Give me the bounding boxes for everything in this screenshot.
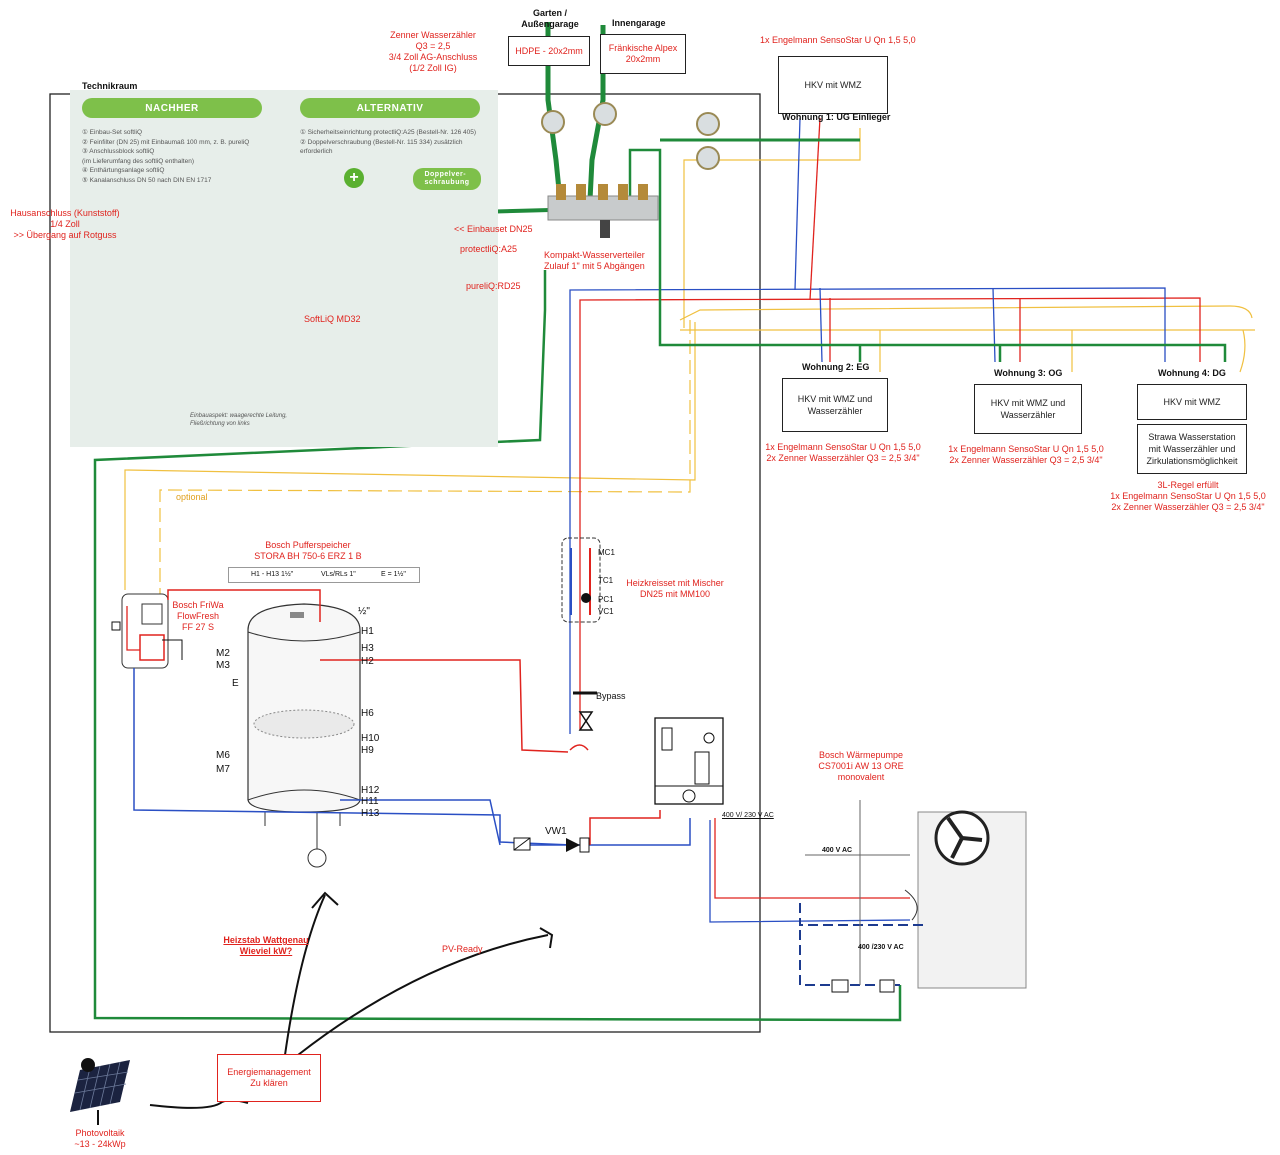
tank-port-8: H11 <box>361 796 379 807</box>
box-ug: HKV mit WMZ <box>778 56 888 114</box>
valve-port-1: TC1 <box>598 576 614 585</box>
top-meter-note: 1x Engelmann SensoStar U Qn 1,5 5,0 <box>760 35 916 45</box>
hdpe-box: HDPE - 20x2mm <box>508 36 590 66</box>
tank-port-left-4: M7 <box>216 764 230 775</box>
nachher-pill: NACHHER <box>82 98 262 118</box>
note-eg: 1x Engelmann SensoStar U Qn 1,5 5,0 2x Z… <box>765 442 921 463</box>
voltage-label-2: 400 V AC <box>822 847 853 854</box>
nachher-list: ① Einbau-Set softliQ ② Feinfilter (DN 25… <box>82 129 250 184</box>
softliq-label: SoftLiQ MD32 <box>304 314 361 324</box>
water-softener-panel: NACHHER ALTERNATIV ① Einbau-Set softliQ … <box>70 90 498 447</box>
voltage-label-1: 400 V/ 230 V AC <box>722 812 774 819</box>
outdoor-heat-pump-unit <box>709 800 1027 993</box>
legend-e: E = 1½" <box>381 571 406 578</box>
water-distributor <box>547 184 659 238</box>
energy-arrows <box>149 891 554 1109</box>
legend-h: H1 - H13 1½" <box>251 571 294 578</box>
optional-label: optional <box>176 492 208 502</box>
heating-lines <box>569 117 1201 734</box>
friwa-marks <box>111 621 121 631</box>
puffer-title: Bosch Pufferspeicher STORA BH 750-6 ERZ … <box>254 540 362 561</box>
tank-port-2: H3 <box>361 643 374 654</box>
heating-circuit-set <box>561 537 601 731</box>
water-meters <box>541 102 720 170</box>
protectliq-label: protectliQ:A25 <box>460 244 518 254</box>
vw1-label: VW1 <box>545 826 567 837</box>
tank-port-1: H1 <box>361 626 374 637</box>
wohnung-dg: Wohnung 4: DG <box>1158 368 1226 378</box>
box-eg: HKV mit WMZ und Wasserzähler <box>782 378 888 432</box>
plus-icon: + <box>344 168 364 188</box>
doppel-pill: Doppelver- schraubung <box>413 168 481 190</box>
tank-port-0: ½" <box>358 606 370 617</box>
energiemanagement-box: Energiemanagement Zu klären <box>217 1054 321 1102</box>
zenner-main-label: Zenner Wasserzähler Q3 = 2,5 3/4 Zoll AG… <box>388 30 478 73</box>
technikraum-label: Technikraum <box>82 81 138 91</box>
tank-port-left-3: M6 <box>216 750 230 761</box>
tank-port-left-0: M2 <box>216 648 230 659</box>
box-strawa: Strawa Wasserstation mit Wasserzähler un… <box>1137 424 1247 474</box>
tank-port-left-1: M3 <box>216 660 230 671</box>
verteiler-label: Kompakt-Wasserverteiler Zulauf 1" mit 5 … <box>544 250 645 271</box>
tank-port-7: H12 <box>361 785 380 796</box>
tank-port-9: H13 <box>361 808 380 819</box>
pureliq-label: pureliQ:RD25 <box>466 281 521 291</box>
install-hint: Einbauaspekt: waagerechte Leitung, Fließ… <box>190 413 288 427</box>
hausanschluss-label: Hausanschluss (Kunststoff) 1/4 Zoll >> Ü… <box>10 208 120 240</box>
wohnung-og: Wohnung 3: OG <box>994 368 1063 378</box>
tank-port-3: H2 <box>361 656 374 667</box>
voltage-label-3: 400 /230 V AC <box>858 944 904 951</box>
heizstab-label: Heizstab Wattgenau Wieviel kW? <box>223 935 309 956</box>
wohnung-eg: Wohnung 2: EG <box>802 362 870 372</box>
buffer-tank <box>247 603 361 868</box>
solar-panel-icon <box>70 1058 130 1125</box>
vw1-valve-group <box>513 837 590 853</box>
tank-port-6: H9 <box>361 745 374 756</box>
einbauset-label: << Einbauset DN25 <box>454 224 533 234</box>
alternativ-pill: ALTERNATIV <box>300 98 480 118</box>
tank-port-5: H10 <box>361 733 380 744</box>
pv-ready-label: PV-Ready <box>442 944 483 954</box>
wp-label: Bosch Wärmepumpe CS7001i AW 13 ORE monov… <box>818 750 904 782</box>
alternativ-list: ① Sicherheitseinrichtung protectliQ:A25 … <box>300 129 476 155</box>
photovoltaik-label: Photovoltaik ~13 - 24kWp <box>74 1128 126 1149</box>
yellow-lines <box>124 128 1255 600</box>
heizkreis-label: Heizkreisset mit Mischer DN25 mit MM100 <box>626 578 724 599</box>
legend-vl: VLs/RLs 1" <box>321 571 356 578</box>
valve-port-3: VC1 <box>598 607 614 616</box>
innengarage-label: Innengarage <box>612 18 666 28</box>
tank-connections <box>320 659 691 846</box>
valve-port-2: PC1 <box>598 595 614 604</box>
tank-port-4: H6 <box>361 708 374 719</box>
note-dg: 3L-Regel erfüllt 1x Engelmann SensoStar … <box>1110 480 1266 512</box>
tank-legend: H1 - H13 1½" VLs/RLs 1" E = 1½" <box>228 567 420 583</box>
tank-port-left-2: E <box>232 678 239 689</box>
box-og: HKV mit WMZ und Wasserzähler <box>974 384 1082 434</box>
wohnung-ug: Wohnung 1: UG Einlieger <box>782 112 891 122</box>
friwa-label: Bosch FriWa FlowFresh FF 27 S <box>172 600 224 632</box>
garten-label: Garten / Außengarage <box>521 8 579 29</box>
box-dg: HKV mit WMZ <box>1137 384 1247 420</box>
bypass-label: Bypass <box>596 691 626 701</box>
alpex-box: Fränkische Alpex 20x2mm <box>600 34 686 74</box>
indoor-unit <box>654 717 724 805</box>
note-og: 1x Engelmann SensoStar U Qn 1,5 5,0 2x Z… <box>948 444 1104 465</box>
valve-port-0: MC1 <box>598 548 615 557</box>
